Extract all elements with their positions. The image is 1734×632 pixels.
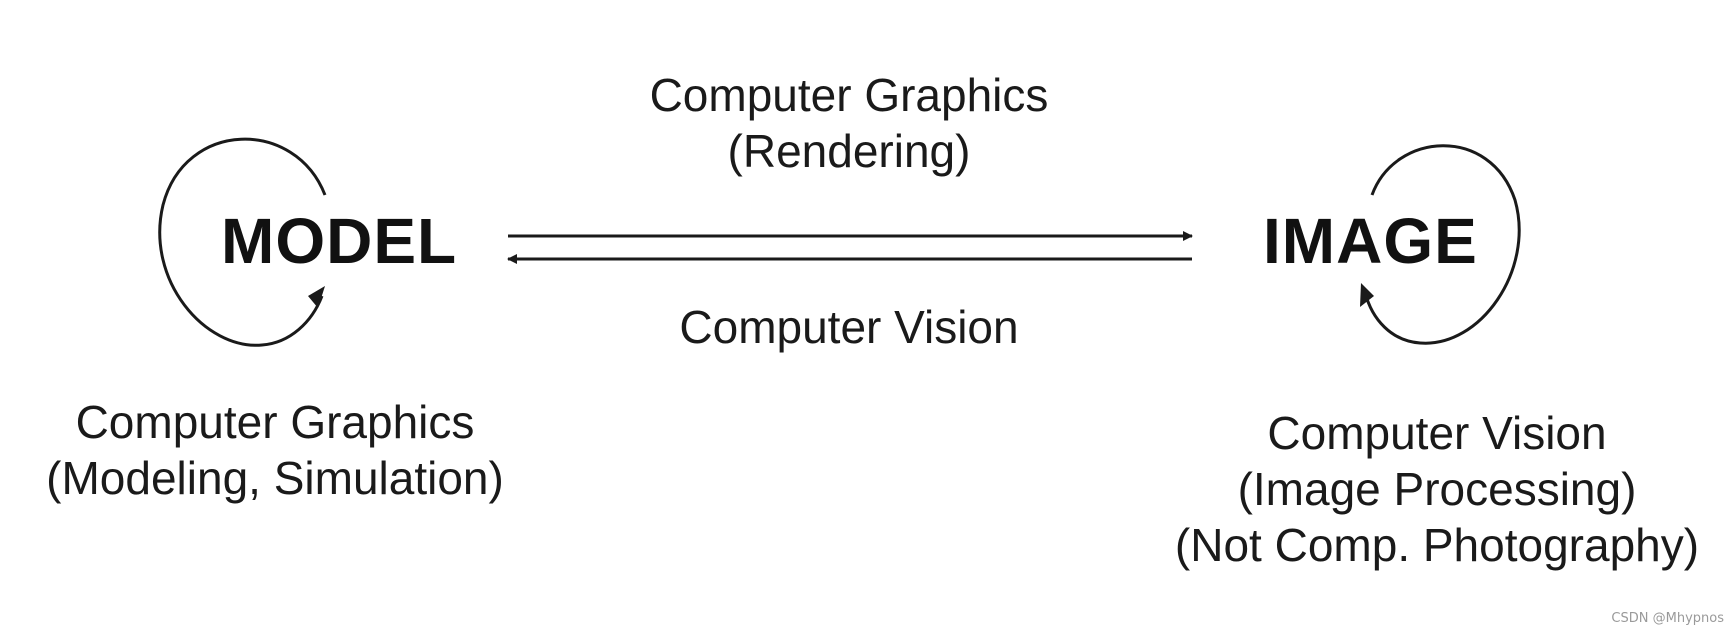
model-loop-arrowhead — [308, 286, 325, 308]
image-caption-line2: (Image Processing) — [1237, 463, 1637, 515]
model-caption-line2: (Modeling, Simulation) — [46, 452, 504, 504]
model-caption-line1: Computer Graphics — [75, 396, 475, 448]
image-loop-arrowhead — [1360, 283, 1374, 307]
image-self-loop — [1363, 144, 1521, 345]
forward-edge-label-line1: Computer Graphics — [649, 69, 1049, 121]
backward-edge-label: Computer Vision — [679, 301, 1019, 353]
model-self-loop — [158, 137, 327, 347]
image-node-label: IMAGE — [1263, 205, 1478, 277]
model-node-label: MODEL — [221, 205, 458, 277]
forward-edge-label-line2: (Rendering) — [727, 125, 971, 177]
image-caption-line3: (Not Comp. Photography) — [1174, 519, 1700, 571]
image-caption-line1: Computer Vision — [1267, 407, 1607, 459]
watermark: CSDN @Mhypnos — [1611, 611, 1724, 626]
